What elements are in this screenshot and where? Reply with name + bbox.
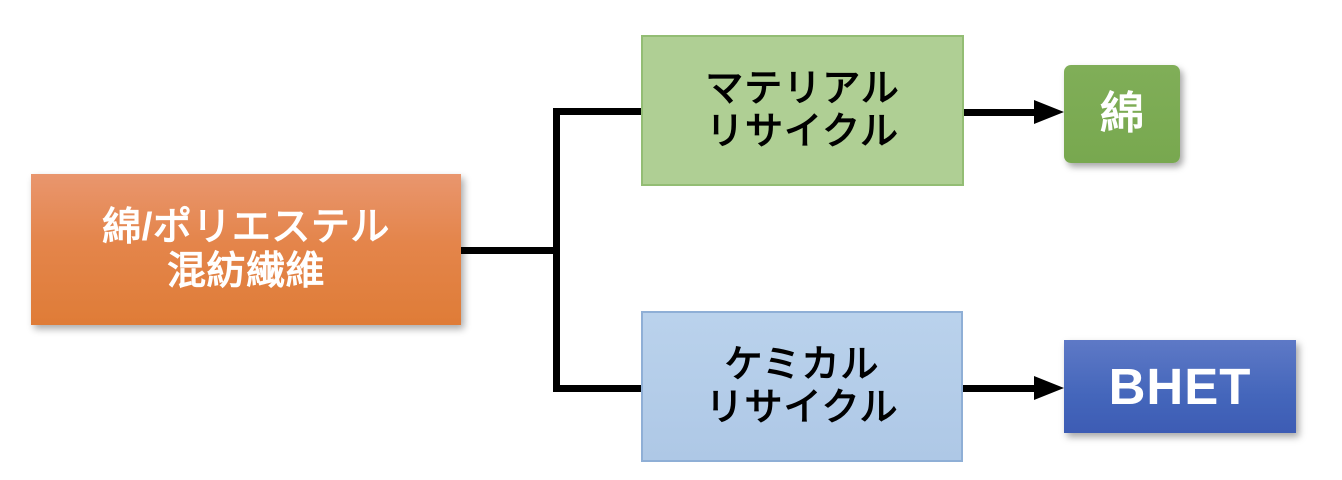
- arrowhead-icon: [1034, 376, 1064, 400]
- arrow-shaft: [963, 385, 1036, 392]
- arrowhead-icon: [1034, 100, 1064, 124]
- connector-split-spine: [553, 108, 560, 392]
- node-chemical-recycle[interactable]: ケミカル リサイクル: [641, 311, 963, 462]
- connector-branch-material: [553, 108, 643, 115]
- node-product-cotton[interactable]: 綿: [1064, 65, 1180, 163]
- connector-source-trunk: [461, 247, 560, 254]
- arrow-shaft: [964, 109, 1036, 116]
- node-product-bhet[interactable]: BHET: [1064, 340, 1296, 433]
- node-material-recycle[interactable]: マテリアル リサイクル: [641, 35, 964, 186]
- node-source-blended-fiber[interactable]: 綿/ポリエステル 混紡繊維: [31, 174, 461, 325]
- connector-branch-chemical: [553, 385, 643, 392]
